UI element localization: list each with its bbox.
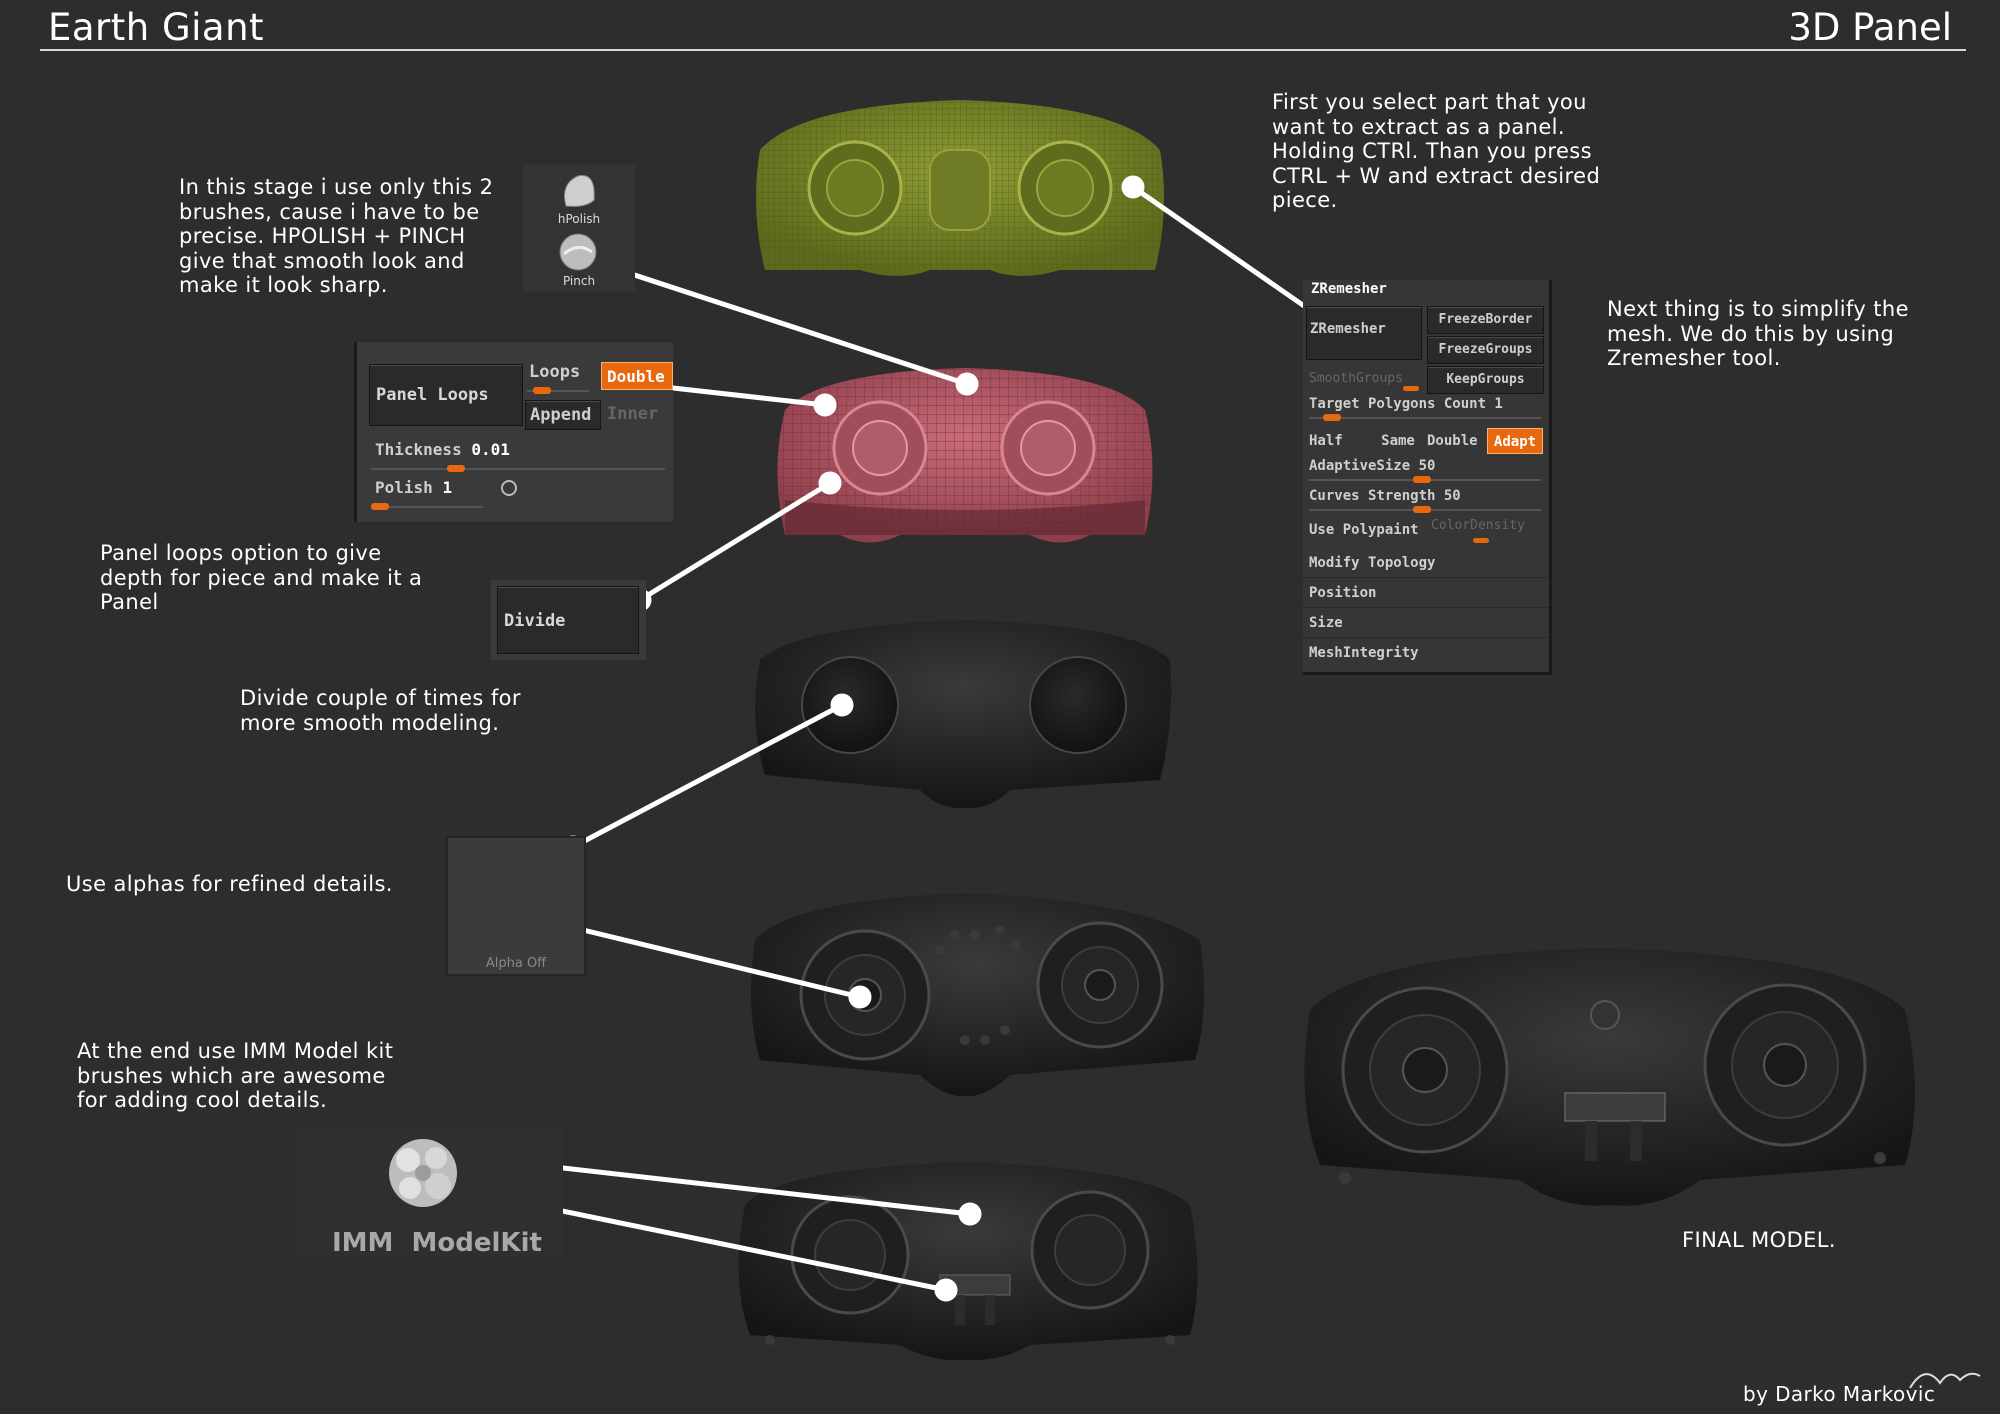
size-menu[interactable]: Size bbox=[1303, 608, 1549, 638]
append-toggle[interactable]: Append bbox=[525, 400, 601, 430]
polish-label: Polish bbox=[375, 478, 433, 497]
modify-topology-menu[interactable]: Modify Topology bbox=[1303, 548, 1549, 578]
alpha-off-label: Alpha Off bbox=[485, 956, 547, 971]
adaptive-size-knob[interactable] bbox=[1413, 476, 1431, 483]
green-mesh-render bbox=[756, 100, 1164, 276]
polish-slider-label: Polish 1 bbox=[375, 478, 452, 497]
header-divider bbox=[40, 49, 1966, 51]
imm-detailed-mesh-render bbox=[738, 1162, 1198, 1361]
panel-loops-panel: Panel Loops Loops Double Append Inner Th… bbox=[354, 342, 673, 522]
loops-slider-knob[interactable] bbox=[533, 387, 551, 394]
polish-slider[interactable] bbox=[371, 506, 483, 508]
zremesher-header: ZRemesher bbox=[1311, 281, 1387, 297]
zremesher-panel: ZRemesher ZRemesher FreezeBorder FreezeG… bbox=[1303, 280, 1552, 675]
divide-panel: Divide bbox=[491, 580, 646, 660]
target-polygons-knob[interactable] bbox=[1323, 414, 1341, 421]
divide-button[interactable]: Divide bbox=[497, 586, 639, 654]
polish-value: 1 bbox=[442, 478, 453, 497]
thickness-slider-label: Thickness 0.01 bbox=[375, 440, 510, 459]
note-simplify: Next thing is to simplify the mesh. We d… bbox=[1607, 297, 1909, 370]
same-toggle[interactable]: Same bbox=[1381, 433, 1415, 449]
use-polypaint-toggle[interactable]: Use Polypaint bbox=[1309, 522, 1419, 538]
inner-toggle[interactable]: Inner bbox=[607, 404, 659, 424]
loops-slider[interactable] bbox=[527, 390, 589, 392]
curves-strength-knob[interactable] bbox=[1413, 506, 1431, 513]
note-divide: Divide couple of times for more smooth m… bbox=[240, 686, 521, 735]
credit: by Darko Markovic bbox=[1743, 1382, 1936, 1406]
note-brushes: In this stage i use only this 2 brushes,… bbox=[179, 175, 494, 297]
pink-mesh-render bbox=[777, 368, 1153, 543]
panel-loops-button[interactable]: Panel Loops bbox=[369, 364, 523, 426]
double-toggle-zr[interactable]: Double bbox=[1427, 433, 1478, 449]
page-title: Earth Giant bbox=[48, 6, 265, 49]
note-alphas: Use alphas for refined details. bbox=[66, 872, 393, 896]
target-polygons-slider[interactable]: Target Polygons Count 1 bbox=[1309, 396, 1503, 412]
double-toggle[interactable]: Double bbox=[601, 362, 673, 390]
polish-circle-icon[interactable] bbox=[501, 480, 517, 496]
freeze-groups-toggle[interactable]: FreezeGroups bbox=[1427, 336, 1544, 364]
thickness-label: Thickness bbox=[375, 440, 462, 459]
brush-panel: hPolish Pinch bbox=[523, 164, 635, 292]
keep-groups-toggle[interactable]: KeepGroups bbox=[1427, 366, 1544, 394]
position-menu[interactable]: Position bbox=[1303, 578, 1549, 608]
half-toggle[interactable]: Half bbox=[1309, 433, 1343, 449]
hpolish-label: hPolish bbox=[557, 212, 601, 226]
adapt-toggle[interactable]: Adapt bbox=[1487, 428, 1543, 454]
freeze-border-toggle[interactable]: FreezeBorder bbox=[1427, 306, 1544, 334]
alpha-off-slot[interactable]: Alpha Off bbox=[446, 836, 586, 976]
curves-strength-slider[interactable]: Curves Strength 50 bbox=[1309, 488, 1461, 504]
target-polygons-track[interactable] bbox=[1309, 417, 1541, 419]
hpolish-brush-icon[interactable] bbox=[556, 170, 600, 210]
thickness-value: 0.01 bbox=[471, 440, 510, 459]
loops-label: Loops bbox=[529, 362, 581, 382]
final-model-render bbox=[1304, 948, 1915, 1206]
note-panel-loops: Panel loops option to give depth for pie… bbox=[100, 541, 423, 614]
note-final-model: FINAL MODEL. bbox=[1682, 1228, 1836, 1252]
pinch-label: Pinch bbox=[562, 274, 596, 288]
smooth-groups-knob[interactable] bbox=[1403, 386, 1419, 391]
color-density-knob[interactable] bbox=[1473, 538, 1489, 543]
signature-logo bbox=[1905, 1358, 1985, 1405]
section-title: 3D Panel bbox=[1788, 6, 1952, 49]
thickness-slider-knob[interactable] bbox=[447, 465, 465, 472]
polish-slider-knob[interactable] bbox=[371, 503, 389, 510]
alpha-detailed-mesh-render bbox=[751, 893, 1204, 1097]
pinch-brush-icon[interactable] bbox=[556, 232, 600, 272]
imm-modelkit-panel[interactable]: IMM ModelKit bbox=[298, 1128, 563, 1258]
adaptive-size-slider[interactable]: AdaptiveSize 50 bbox=[1309, 458, 1436, 474]
note-imm: At the end use IMM Model kit brushes whi… bbox=[77, 1039, 394, 1112]
note-extract: First you select part that you want to e… bbox=[1272, 90, 1601, 212]
imm-modelkit-label: IMM ModelKit bbox=[332, 1228, 542, 1258]
mesh-integrity-menu[interactable]: MeshIntegrity bbox=[1309, 645, 1419, 661]
color-density-slider[interactable]: ColorDensity bbox=[1431, 518, 1525, 533]
imm-modelkit-brush-icon[interactable] bbox=[378, 1128, 468, 1218]
zremesher-button[interactable]: ZRemesher bbox=[1306, 306, 1422, 360]
divided-mesh-render bbox=[755, 620, 1172, 809]
smooth-groups-slider[interactable]: SmoothGroups bbox=[1309, 371, 1403, 386]
thickness-slider[interactable] bbox=[371, 468, 665, 470]
